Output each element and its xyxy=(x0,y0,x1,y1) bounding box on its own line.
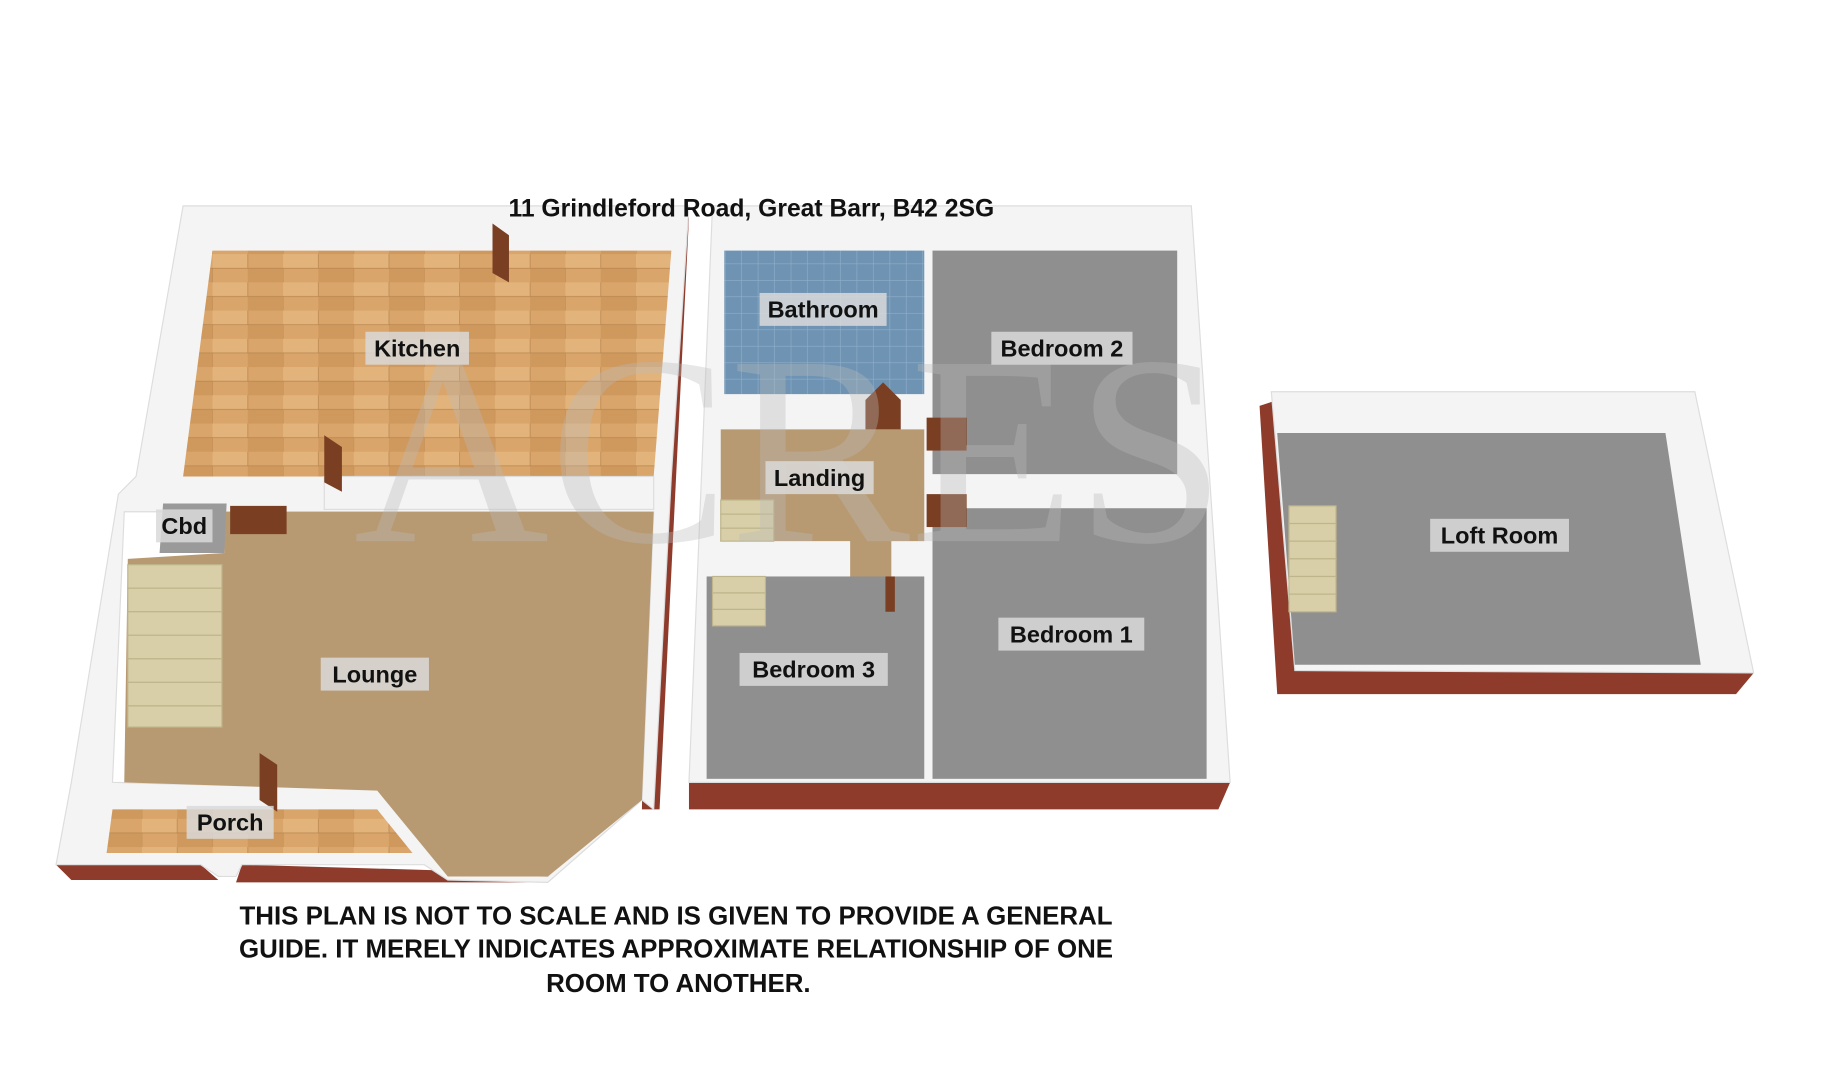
label-kitchen: Kitchen xyxy=(374,335,460,361)
door xyxy=(259,752,278,812)
label-bedroom-2: Bedroom 2 xyxy=(1000,335,1123,361)
label-bedroom-3: Bedroom 3 xyxy=(752,657,875,683)
label-loft-room: Loft Room xyxy=(1441,523,1559,549)
label-bedroom-1: Bedroom 1 xyxy=(1010,621,1133,647)
disclaimer-line: GUIDE. IT MERELY INDICATES APPROXIMATE R… xyxy=(239,936,1113,964)
landing-stairs xyxy=(711,499,775,627)
label-cbd: Cbd xyxy=(161,513,207,539)
label-landing: Landing xyxy=(774,465,865,491)
door xyxy=(926,417,967,451)
address-title: 11 Grindleford Road, Great Barr, B42 2SG xyxy=(508,195,994,222)
disclaimer-line: THIS PLAN IS NOT TO SCALE AND IS GIVEN T… xyxy=(239,903,1112,931)
door xyxy=(324,435,342,492)
room-labels: Kitchen Cbd Lounge Porch Bathroom Bedroo… xyxy=(156,292,1569,839)
label-lounge: Lounge xyxy=(332,661,417,687)
door xyxy=(492,223,509,283)
label-porch: Porch xyxy=(197,810,264,836)
disclaimer: THIS PLAN IS NOT TO SCALE AND IS GIVEN T… xyxy=(239,903,1113,998)
disclaimer-line: ROOM TO ANOTHER. xyxy=(546,970,811,998)
loft-stairs xyxy=(1288,505,1337,613)
lounge-floor xyxy=(124,511,654,877)
lounge-stairs xyxy=(127,564,223,728)
label-bathroom: Bathroom xyxy=(768,297,879,323)
door xyxy=(885,576,895,612)
door xyxy=(230,505,287,535)
door xyxy=(926,494,967,528)
door xyxy=(865,382,901,430)
